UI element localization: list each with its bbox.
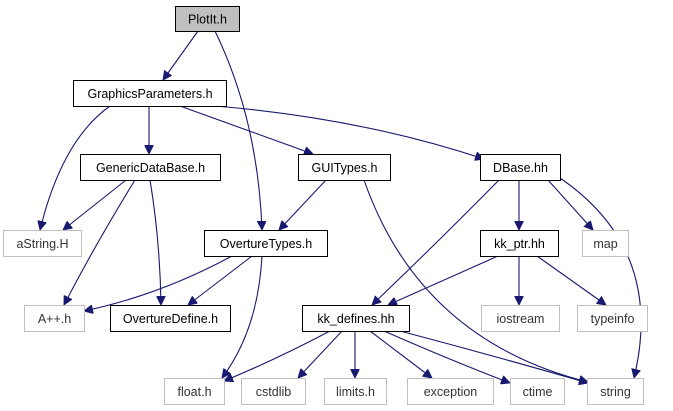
node-label-guitypes: GUITypes.h bbox=[312, 161, 378, 175]
node-iostream[interactable]: iostream bbox=[481, 305, 560, 332]
node-label-dbase: DBase.hh bbox=[493, 161, 548, 175]
node-label-kkdefines: kk_defines.hh bbox=[317, 312, 394, 326]
node-label-overturedefine: OvertureDefine.h bbox=[123, 312, 218, 326]
nodes-layer: PlotIt.hGraphicsParameters.hGenericDataB… bbox=[3, 6, 648, 405]
node-exception[interactable]: exception bbox=[407, 378, 494, 405]
edge-overturetypes-to-floath bbox=[222, 255, 263, 378]
node-label-cstdlib: cstdlib bbox=[256, 385, 291, 399]
edge-genericdatabase-to-overturedefine bbox=[149, 179, 161, 305]
node-kkptr[interactable]: kk_ptr.hh bbox=[480, 230, 559, 257]
edge-graphicsparameters-to-dbase bbox=[214, 105, 484, 159]
edge-kkdefines-to-string bbox=[399, 330, 588, 383]
node-label-map: map bbox=[593, 237, 617, 251]
node-box-aplusplus bbox=[24, 305, 85, 332]
edge-plotit-to-overturetypes bbox=[214, 30, 262, 230]
node-box-kkdefines bbox=[302, 305, 410, 332]
edge-genericdatabase-to-aplusplus bbox=[63, 179, 136, 305]
edge-kkdefines-to-exception bbox=[369, 330, 432, 378]
node-box-guitypes bbox=[298, 154, 391, 181]
node-label-kkptr: kk_ptr.hh bbox=[494, 237, 545, 251]
edge-kkdefines-to-cstdlib bbox=[298, 330, 343, 378]
node-box-astring bbox=[3, 230, 82, 257]
edge-kkdefines-to-ctime bbox=[383, 330, 510, 383]
node-box-typeinfo bbox=[577, 305, 648, 332]
node-box-cstdlib bbox=[241, 378, 306, 405]
node-plotit[interactable]: PlotIt.h bbox=[175, 6, 240, 32]
edge-kkptr-to-kkdefines bbox=[388, 255, 499, 305]
node-astring[interactable]: aString.H bbox=[3, 230, 82, 257]
node-overturedefine[interactable]: OvertureDefine.h bbox=[110, 305, 231, 332]
edge-guitypes-to-string bbox=[363, 179, 588, 382]
node-floath[interactable]: float.h bbox=[164, 378, 225, 405]
edge-dbase-to-kkdefines bbox=[372, 179, 500, 305]
node-box-string bbox=[587, 378, 644, 405]
node-ctime[interactable]: ctime bbox=[510, 378, 565, 405]
node-typeinfo[interactable]: typeinfo bbox=[577, 305, 648, 332]
node-label-overturetypes: OvertureTypes.h bbox=[220, 237, 312, 251]
edge-genericdatabase-to-astring bbox=[63, 179, 127, 230]
node-label-limits: limits.h bbox=[336, 385, 375, 399]
node-limits[interactable]: limits.h bbox=[324, 378, 387, 405]
node-dbase[interactable]: DBase.hh bbox=[480, 154, 561, 181]
edge-guitypes-to-overturetypes bbox=[279, 179, 327, 230]
node-cstdlib[interactable]: cstdlib bbox=[241, 378, 306, 405]
node-genericdatabase[interactable]: GenericDataBase.h bbox=[80, 154, 221, 181]
node-box-iostream bbox=[481, 305, 560, 332]
node-label-aplusplus: A++.h bbox=[38, 312, 71, 326]
node-box-limits bbox=[324, 378, 387, 405]
node-label-graphicsparameters: GraphicsParameters.h bbox=[87, 87, 212, 101]
node-label-iostream: iostream bbox=[497, 312, 545, 326]
edge-overturetypes-to-aplusplus bbox=[84, 255, 233, 311]
edge-dbase-to-map bbox=[547, 179, 593, 230]
node-box-exception bbox=[407, 378, 494, 405]
node-box-plotit bbox=[175, 6, 240, 32]
node-graphicsparameters[interactable]: GraphicsParameters.h bbox=[73, 80, 227, 107]
node-box-overturetypes bbox=[204, 230, 328, 257]
node-box-graphicsparameters bbox=[73, 80, 227, 107]
edge-kkdefines-to-floath bbox=[224, 330, 331, 381]
edge-plotit-to-graphicsparameters bbox=[163, 30, 199, 80]
edge-graphicsparameters-to-astring bbox=[40, 105, 111, 230]
edge-graphicsparameters-to-guitypes bbox=[179, 105, 313, 154]
node-box-floath bbox=[164, 378, 225, 405]
edge-overturetypes-to-overturedefine bbox=[188, 255, 253, 305]
node-label-typeinfo: typeinfo bbox=[591, 312, 635, 326]
node-kkdefines[interactable]: kk_defines.hh bbox=[302, 305, 410, 332]
node-map[interactable]: map bbox=[582, 230, 629, 257]
node-label-genericdatabase: GenericDataBase.h bbox=[96, 161, 205, 175]
node-box-map bbox=[582, 230, 629, 257]
node-label-string: string bbox=[600, 385, 631, 399]
edges-layer bbox=[40, 30, 642, 383]
edge-kkptr-to-typeinfo bbox=[536, 255, 606, 305]
edge-dbase-to-string bbox=[559, 177, 642, 378]
node-label-astring: aString.H bbox=[16, 237, 68, 251]
node-label-exception: exception bbox=[424, 385, 478, 399]
node-box-overturedefine bbox=[110, 305, 231, 332]
node-box-ctime bbox=[510, 378, 565, 405]
node-guitypes[interactable]: GUITypes.h bbox=[298, 154, 391, 181]
node-overturetypes[interactable]: OvertureTypes.h bbox=[204, 230, 328, 257]
node-label-floath: float.h bbox=[177, 385, 211, 399]
node-label-ctime: ctime bbox=[523, 385, 553, 399]
node-box-kkptr bbox=[480, 230, 559, 257]
node-box-dbase bbox=[480, 154, 561, 181]
node-label-plotit: PlotIt.h bbox=[188, 13, 227, 27]
node-aplusplus[interactable]: A++.h bbox=[24, 305, 85, 332]
node-string[interactable]: string bbox=[587, 378, 644, 405]
node-box-genericdatabase bbox=[80, 154, 221, 181]
